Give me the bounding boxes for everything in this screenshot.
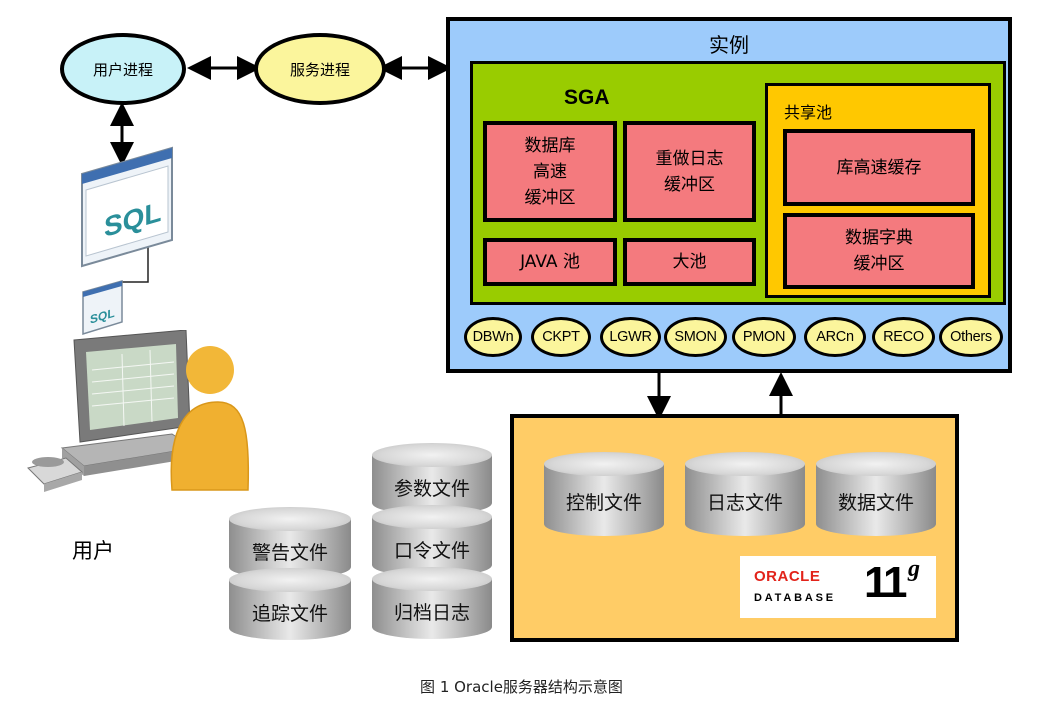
oracle-logo-text: ORACLE [754,568,821,585]
server-process-label: 服务进程 [289,60,350,79]
password-file-cylinder: 口令文件 [372,505,492,577]
bg-process-pmon: PMON [732,317,796,357]
oracle-11g-logo: ORACLE DATABASE 11 g [740,556,936,618]
redo-log-buffer: 重做日志 缓冲区 [623,121,756,222]
database-logo-text: DATABASE [754,592,836,604]
password-file-label: 口令文件 [393,540,470,562]
bg-process-reco: RECO [872,317,935,357]
bg-process-smon: SMON [664,317,727,357]
trace-file-label: 追踪文件 [251,603,328,625]
trace-file-cylinder: 追踪文件 [229,568,351,640]
person-head [186,346,234,394]
alert-file-label: 警告文件 [251,542,328,564]
bg-process-ckpt: CKPT [531,317,591,357]
user-process-ellipse: 用户进程 [60,33,186,105]
java-pool: JAVA 池 [483,238,617,286]
archive-log-label: 归档日志 [393,602,470,624]
user-label: 用户 [72,539,114,563]
archive-log-cylinder: 归档日志 [372,567,492,639]
bg-process-dbwn: DBWn [464,317,522,357]
param-file-label: 参数文件 [393,478,470,500]
data-dictionary-cache: 数据字典 缓冲区 [783,213,975,289]
library-cache: 库高速缓存 [783,129,975,206]
sga-title: SGA [564,86,610,109]
shared-pool-box: 共享池 库高速缓存 数据字典 缓冲区 [765,83,991,298]
bg-process-arcn: ARCn [804,317,866,357]
sql-window-large: SQL [81,146,173,268]
large-pool: 大池 [623,238,756,286]
user-computer-illustration [27,330,250,492]
bg-process-lgwr: LGWR [600,317,661,357]
shared-pool-title: 共享池 [784,103,833,122]
log-file-label: 日志文件 [706,492,783,514]
monitor-screen [86,344,178,430]
sql-connector-line [122,232,149,283]
user-process-label: 用户进程 [92,60,153,79]
data-file-label: 数据文件 [837,492,914,514]
server-process-ellipse: 服务进程 [254,33,386,105]
control-file-label: 控制文件 [565,492,642,514]
param-file-cylinder: 参数文件 [372,443,492,515]
bg-process-others: Others [939,317,1003,357]
sga-box: SGA 数据库 高速 缓冲区 重做日志 缓冲区 JAVA 池 大池 共享池 库高… [470,61,1006,305]
instance-box: 实例 SGA 数据库 高速 缓冲区 重做日志 缓冲区 JAVA 池 大池 共享池… [446,17,1012,373]
data-file-cylinder: 数据文件 [816,452,936,536]
version-11-text: 11 [864,558,907,607]
sql-window-small: SQL [82,280,123,336]
db-buffer-cache: 数据库 高速 缓冲区 [483,121,617,222]
control-file-cylinder: 控制文件 [544,452,664,536]
figure-caption: 图 1 Oracle服务器结构示意图 [420,678,623,696]
instance-title: 实例 [709,33,749,57]
log-file-cylinder: 日志文件 [685,452,805,536]
database-box: 控制文件 日志文件 数据文件 ORACLE DATABASE 11 g [510,414,959,642]
person-body [170,401,250,491]
version-g-text: g [908,556,920,582]
